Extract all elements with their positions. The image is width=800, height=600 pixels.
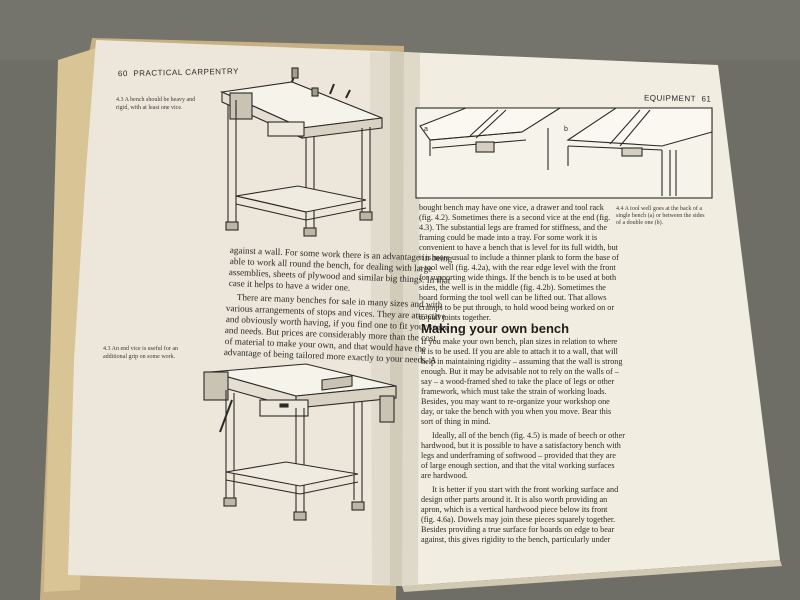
body-line: If you make your own bench, plan sizes i… [421, 337, 618, 346]
section-heading: Making your own bench [421, 321, 570, 336]
body-line: sides, the well is in the middle (fig. 4… [419, 283, 606, 292]
body-line: bought bench may have one vice, a drawer… [419, 203, 604, 212]
caption-line: rigid, with at least one vice. [116, 105, 183, 111]
right-folio: 61 [701, 94, 712, 104]
caption-line: 4.3 A bench should be heavy and [116, 97, 196, 103]
body-line: day, or take the bench with you when you… [421, 407, 612, 416]
body-line: say – a wood-framed shed to take the pla… [421, 377, 615, 386]
right-running-head-text: EQUIPMENT [643, 93, 697, 104]
body-line: Besides, you may want to re-organize you… [421, 397, 610, 406]
body-line: Besides providing a true surface for boa… [421, 525, 615, 534]
body-line: board forming the tool well can be lifte… [419, 293, 607, 302]
caption-line: additional grip on some work. [103, 354, 176, 360]
workbench-illustration-top [220, 67, 383, 237]
caption-line: 4.4 A tool well goes at the back of a [616, 206, 702, 212]
body-line: against, this gives rigidity to the benc… [421, 535, 611, 544]
tool-well-illustration [415, 107, 713, 199]
body-line: to pull joints together. [419, 313, 491, 322]
body-line: design other parts around it. It is also… [421, 495, 608, 504]
body-line: framework, which must take the strain of… [421, 387, 607, 396]
left-folio: 60 [117, 69, 129, 79]
workbench-illustration-bottom [203, 363, 397, 521]
body-line: cramps to be put through, to hold wood b… [419, 303, 615, 312]
body-line: sort of thing in mind. [421, 417, 491, 426]
body-line: it is more usual to include a thinner pl… [419, 253, 619, 262]
body-line: It is better if you start with the front… [432, 485, 619, 494]
body-line: are hardwood. [421, 471, 468, 480]
body-line: 4.3). The substantial legs are framed fo… [419, 223, 607, 232]
body-line: legs and underframing of softwood – prov… [421, 451, 616, 460]
body-line: (fig. 4.6a). Dowels may join these piece… [421, 515, 616, 524]
body-line: apron, which is a vertical hardwood piec… [421, 505, 608, 514]
body-line: Ideally, all of the bench (fig. 4.5) is … [432, 431, 625, 440]
right-running-head: EQUIPMENT 61 [643, 93, 712, 104]
figure-label-a: a [424, 126, 428, 133]
body-line: enough. But it may be advisable not to r… [421, 367, 619, 376]
body-line: of large enough section, and that the vi… [421, 461, 615, 470]
caption-line: 4.3 An end vice is useful for an [103, 346, 178, 352]
caption-line: single bench (a) or between the sides [616, 213, 705, 219]
body-line: framing could be made into a tray. For s… [419, 233, 598, 242]
body-line: a tool well (fig. 4.2a), with the rear e… [419, 263, 616, 272]
body-line: convenient to have a bench that is level… [419, 243, 618, 252]
body-line: help in maintaining rigidity – assuming … [421, 357, 623, 366]
body-line: hardwood, but it is possible to have a s… [421, 441, 621, 450]
body-line: (fig. 4.2). Sometimes there is a second … [419, 213, 611, 222]
caption-line: of a double one (b). [616, 220, 664, 226]
figure-label-b: b [564, 126, 568, 133]
left-page [68, 40, 404, 586]
body-line: it is to be used. If you are able to att… [421, 347, 618, 356]
body-line: for supporting wide things. If the bench… [419, 273, 617, 282]
